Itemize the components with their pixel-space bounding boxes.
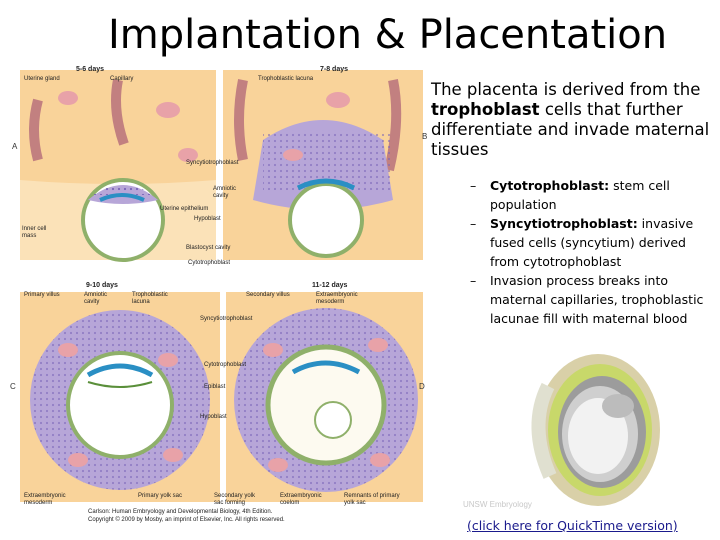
panel-c-drawing	[20, 292, 220, 502]
label-syncytiotrophoblast-c: Syncytiotrophoblast	[200, 316, 253, 322]
label-hypoblast-c: Hypoblast	[200, 414, 227, 420]
blastocyst-3d-illustration	[531, 354, 660, 506]
label-cytotrophoblast: Cytotrophoblast	[188, 260, 231, 266]
bullet-term: Cytotrophoblast:	[490, 178, 610, 193]
bullet-text: invasive fused cells (syncytium) derived…	[490, 216, 694, 269]
panel-a-letter: A	[12, 142, 18, 151]
label-uterine-epithelium: Uterine epithelium	[160, 206, 209, 212]
list-item: Cytotrophoblast: stem cell population	[470, 176, 718, 214]
label-primary-villus: Primary villus	[24, 292, 60, 298]
label-uterine-gland: Uterine gland	[24, 76, 60, 82]
implantation-figure: 5-6 days 7-8 days 9-10 days 11-12 days A…	[8, 60, 428, 530]
panel-b-days: 7-8 days	[320, 66, 349, 73]
label-secondary-villus: Secondary villus	[246, 292, 290, 298]
label-extraembryonic-mesoderm-d: Extraembryonic mesoderm	[316, 292, 358, 305]
quicktime-preview-image[interactable]	[468, 346, 668, 514]
panel-d-days: 11-12 days	[312, 282, 348, 289]
label-remnants-primary-yolk-sac: Remnants of primary yolk sac	[344, 493, 400, 506]
bullet-text: Invasion process breaks into maternal ca…	[490, 273, 704, 326]
list-item: Syncytiotrophoblast: invasive fused cell…	[470, 214, 718, 271]
inset-watermark: UNSW Embryology	[463, 500, 532, 509]
panel-a-days: 5-6 days	[76, 66, 105, 73]
intro-before: The placenta is derived from the	[431, 80, 701, 99]
label-capillary: Capillary	[110, 76, 134, 82]
label-inner-cell-mass: Inner cell mass	[22, 226, 47, 239]
bullet-term: Syncytiotrophoblast:	[490, 216, 638, 231]
list-item: Invasion process breaks into maternal ca…	[470, 271, 718, 328]
panel-b-drawing	[223, 70, 423, 260]
label-trophoblastic-lacuna: Trophoblastic lacuna	[258, 76, 314, 82]
label-amniotic-cavity: Amniotic cavity	[213, 186, 237, 199]
figure-caption-line1: Carlson: Human Embryology and Developmen…	[88, 509, 273, 515]
label-syncytiotrophoblast: Syncytiotrophoblast	[186, 160, 239, 166]
bullet-text: stem cell population	[490, 178, 670, 212]
figure-caption-line2: Copyright © 2009 by Mosby, an imprint of…	[88, 517, 285, 523]
intro-bold: trophoblast	[431, 100, 540, 119]
panel-a-drawing	[20, 70, 216, 262]
label-secondary-yolk-sac: Secondary yolk sac forming	[214, 493, 256, 506]
label-amniotic-cavity-c: Amniotic cavity	[84, 292, 108, 305]
label-primary-yolk-sac: Primary yolk sac	[138, 493, 183, 499]
panel-c-days: 9-10 days	[86, 282, 118, 289]
panel-c-letter: C	[10, 382, 16, 391]
intro-paragraph: The placenta is derived from the trophob…	[431, 80, 716, 160]
panel-b-letter: B	[422, 132, 428, 141]
slide-title: Implantation & Placentation	[108, 12, 668, 58]
label-epiblast: Epiblast	[204, 384, 226, 390]
quicktime-link[interactable]: (click here for QuickTime version)	[467, 518, 678, 533]
intro-after: cells that further differentiate and inv…	[431, 100, 710, 159]
label-extraembryonic-coelom: Extraembryonic coelom	[280, 493, 322, 506]
panel-d-letter: D	[419, 382, 425, 391]
bullet-list: Cytotrophoblast: stem cell population Sy…	[470, 176, 718, 328]
label-extraembryonic-mesoderm: Extraembryonic mesoderm	[24, 493, 66, 506]
label-blastocyst-cavity: Blastocyst cavity	[186, 245, 231, 251]
panel-d-drawing	[226, 292, 423, 502]
label-trophoblastic-lacuna-c: Trophoblastic lacuna	[132, 292, 168, 305]
label-cytotrophoblast-c: Cytotrophoblast	[204, 362, 247, 368]
label-hypoblast: Hypoblast	[194, 216, 221, 222]
implantation-diagram	[20, 70, 423, 502]
